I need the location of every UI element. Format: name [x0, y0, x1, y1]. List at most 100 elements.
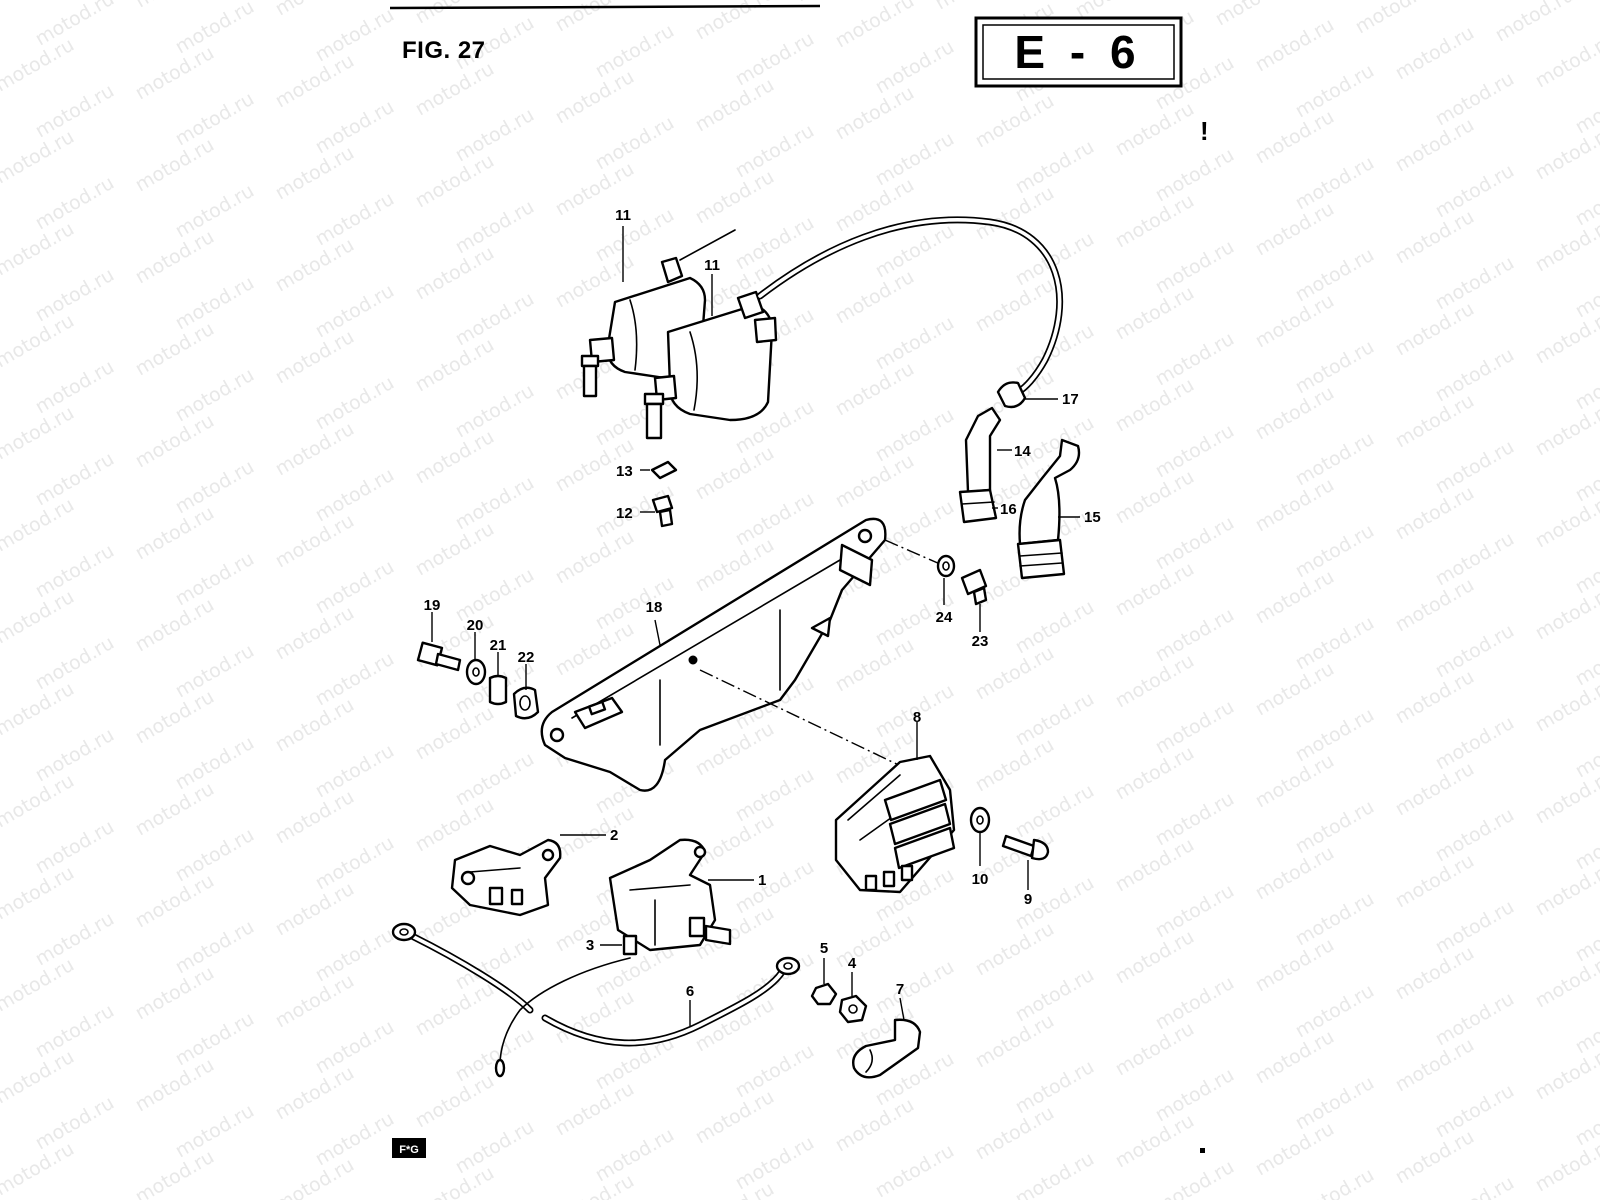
plate-code-inner-frame	[982, 24, 1175, 80]
watermark-text: motod.ru	[972, 642, 1058, 705]
callout-18: 18	[646, 599, 663, 616]
stamp-box	[392, 1138, 426, 1158]
watermark-text: motod.ru	[592, 204, 678, 267]
watermark-text: motod.ru	[1292, 796, 1378, 859]
watermark-text: motod.ru	[1112, 558, 1198, 621]
washer-13	[650, 460, 678, 480]
watermark-text: motod.ru	[272, 0, 358, 20]
watermark-text: motod.ru	[1532, 950, 1600, 1013]
watermark-text: motod.ru	[172, 916, 258, 979]
watermark-text: motod.ru	[732, 1040, 818, 1103]
watermark-text: motod.ru	[32, 1092, 118, 1155]
footer-stamp: F*G	[392, 1138, 1205, 1158]
watermark-text: motod.ru	[552, 802, 638, 865]
watermark-text: motod.ru	[272, 1154, 358, 1200]
callout-11-rear: 11	[615, 207, 631, 224]
watermark-text: motod.ru	[172, 1008, 258, 1071]
watermark-text: motod.ru	[132, 686, 218, 749]
watermark-text: motod.ru	[172, 364, 258, 427]
watermark-text: motod.ru	[172, 0, 258, 58]
watermark-text: motod.ru	[272, 1062, 358, 1125]
corner-dot	[1200, 1148, 1205, 1153]
watermark-text: motod.ru	[1392, 114, 1478, 177]
watermark-text: motod.ru	[592, 1124, 678, 1187]
watermark-text: motod.ru	[1252, 290, 1338, 353]
watermark-text: motod.ru	[1492, 0, 1578, 46]
watermark-text: motod.ru	[132, 594, 218, 657]
watermark-text: motod.ru	[1292, 704, 1378, 767]
watermark-text: motod.ru	[1392, 574, 1478, 637]
watermark-text: motod.ru	[972, 1010, 1058, 1073]
watermark-text: motod.ru	[1252, 658, 1338, 721]
watermark-text: motod.ru	[1432, 988, 1518, 1051]
callout-13: 13	[616, 463, 633, 480]
watermark-text: motod.ru	[1152, 236, 1238, 299]
watermark-text: motod.ru	[1392, 390, 1478, 453]
watermark-text: motod.ru	[1432, 68, 1518, 131]
watermark-text: motod.ru	[412, 1070, 498, 1133]
watermark-text: motod.ru	[1112, 374, 1198, 437]
watermark-text: motod.ru	[312, 464, 398, 527]
watermark-text: motod.ru	[1432, 436, 1518, 499]
watermark-text: motod.ru	[0, 0, 78, 4]
watermark-text: motod.ru	[1252, 842, 1338, 905]
watermark-text: motod.ru	[1292, 612, 1378, 675]
watermark-text: motod.ru	[1532, 1134, 1600, 1197]
starter-relay-2	[450, 838, 562, 917]
watermark-text: motod.ru	[312, 740, 398, 803]
watermark-text: motod.ru	[1392, 22, 1478, 85]
watermark-text: motod.ru	[172, 180, 258, 243]
watermark-text: motod.ru	[1432, 160, 1518, 223]
callout-5: 5	[820, 940, 828, 957]
watermark-text: motod.ru	[132, 0, 218, 12]
watermark-text: motod.ru	[692, 810, 778, 873]
watermark-text: motod.ru	[732, 488, 818, 551]
watermark-text: motod.ru	[1252, 1118, 1338, 1181]
watermark-text: motod.ru	[692, 74, 778, 137]
watermark-text: motod.ru	[1152, 1064, 1238, 1127]
watermark-text: motod.ru	[1532, 306, 1600, 369]
watermark-text: motod.ru	[832, 450, 918, 513]
watermark-text: motod.ru	[1112, 742, 1198, 805]
watermark-text: motod.ru	[412, 334, 498, 397]
watermark-text: motod.ru	[872, 956, 958, 1019]
screw-9	[1001, 834, 1050, 861]
watermark-text: motod.ru	[732, 856, 818, 919]
watermark-text: motod.ru	[1112, 282, 1198, 345]
watermark-text: motod.ru	[1152, 604, 1238, 667]
watermark-text: motod.ru	[412, 702, 498, 765]
watermark-text: motod.ru	[312, 832, 398, 895]
ignition-coil-front	[643, 290, 778, 440]
watermark-text: motod.ru	[412, 1162, 498, 1200]
watermark-text: motod.ru	[832, 634, 918, 697]
watermark-text: motod.ru	[132, 410, 218, 473]
watermark-text: motod.ru	[972, 182, 1058, 245]
watermark-text: motod.ru	[1292, 1072, 1378, 1135]
nut-5	[810, 982, 838, 1006]
watermark-text: motod.ru	[412, 58, 498, 121]
watermark-text: motod.ru	[312, 280, 398, 343]
watermark-text: motod.ru	[312, 4, 398, 67]
watermark-text: motod.ru	[272, 786, 358, 849]
watermark-text: motod.ru	[1572, 1180, 1600, 1200]
watermark-text: motod.ru	[132, 778, 218, 841]
callout-labels: 11 11 17 14 16 15 13 12 18 24 23 19 20 2…	[424, 207, 1101, 1000]
watermark-text: motod.ru	[412, 518, 498, 581]
watermark-text: motod.ru	[1012, 780, 1098, 843]
watermark-text: motod.ru	[1432, 896, 1518, 959]
watermark-text: motod.ru	[1252, 566, 1338, 629]
watermark-text: motod.ru	[32, 1000, 118, 1063]
watermark-text: motod.ru	[1252, 106, 1338, 169]
battery-lead-6	[391, 922, 801, 1078]
callout-6: 6	[686, 983, 694, 1000]
watermark-text: motod.ru	[132, 42, 218, 105]
watermark-text: motod.ru	[1252, 750, 1338, 813]
watermark-text: motod.ru	[1012, 1056, 1098, 1119]
bolt-19	[416, 641, 462, 672]
callout-20: 20	[467, 617, 484, 634]
watermark-text: motod.ru	[172, 88, 258, 151]
watermark-text: motod.ru	[172, 824, 258, 887]
watermark-text: motod.ru	[172, 732, 258, 795]
watermark-text: motod.ru	[1012, 688, 1098, 751]
